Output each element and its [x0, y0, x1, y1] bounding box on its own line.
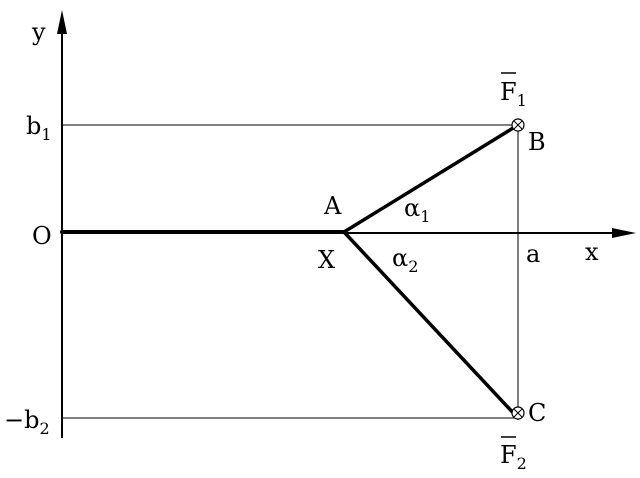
member-ab [342, 123, 520, 234]
circled-cross-icon [511, 118, 525, 132]
point-c-label: C [528, 399, 546, 427]
b1-label: b1 [26, 112, 52, 144]
point-b-label: B [528, 128, 546, 156]
force-f1-label: F1 [500, 72, 527, 110]
y-axis-label: y [31, 18, 46, 46]
origin-label: O [32, 222, 52, 250]
distance-a-label: a [526, 240, 540, 268]
point-x-label: X [318, 246, 335, 274]
circled-cross-icon [511, 406, 525, 420]
y-axis-arrow [57, 10, 67, 34]
neg-b2-label: −b2 [4, 406, 50, 438]
alpha2-label: α2 [392, 244, 418, 276]
svg-text:F1: F1 [500, 78, 527, 110]
x-axis-arrow [612, 228, 636, 238]
x-axis-label: x [585, 238, 599, 266]
member-ac [342, 230, 520, 420]
alpha1-label: α1 [404, 194, 430, 226]
point-a-label: A [323, 192, 342, 220]
svg-text:F2: F2 [500, 441, 527, 473]
force-f2-label: F2 [500, 436, 527, 473]
